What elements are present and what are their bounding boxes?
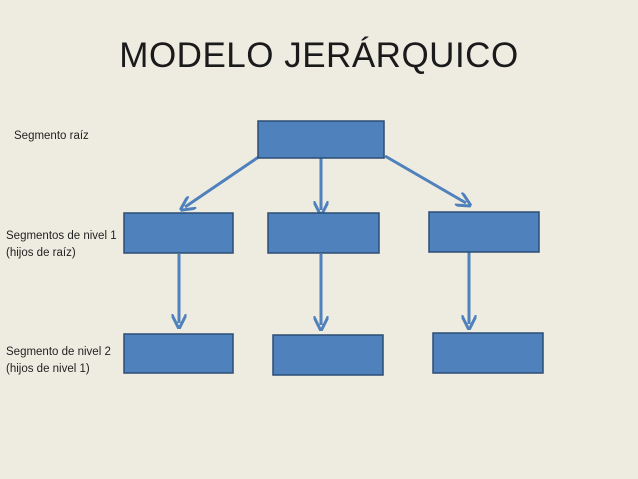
level1-label-line2: (hijos de raíz) (6, 247, 76, 259)
level2-segment-label: Segmento de nivel 2 (hijos de nivel 1) (6, 344, 111, 378)
level2-label-line1: Segmento de nivel 2 (6, 346, 111, 358)
level2-box-right (432, 332, 544, 374)
arrow-root-to-right (384, 154, 466, 203)
level1-box-left (123, 212, 234, 254)
arrow-root-to-left (185, 154, 261, 207)
root-segment-box (257, 120, 385, 159)
root-segment-label: Segmento raíz (14, 128, 89, 145)
level1-segment-label: Segmentos de nivel 1 (hijos de raíz) (6, 228, 117, 262)
page-title: MODELO JERÁRQUICO (119, 36, 519, 75)
level2-box-left (123, 333, 234, 374)
root-segment-label-text: Segmento raíz (14, 130, 89, 142)
level1-box-middle (267, 212, 380, 254)
level1-label-line1: Segmentos de nivel 1 (6, 230, 117, 242)
level2-label-line2: (hijos de nivel 1) (6, 363, 90, 375)
level2-box-middle (272, 334, 384, 376)
level1-box-right (428, 211, 540, 253)
